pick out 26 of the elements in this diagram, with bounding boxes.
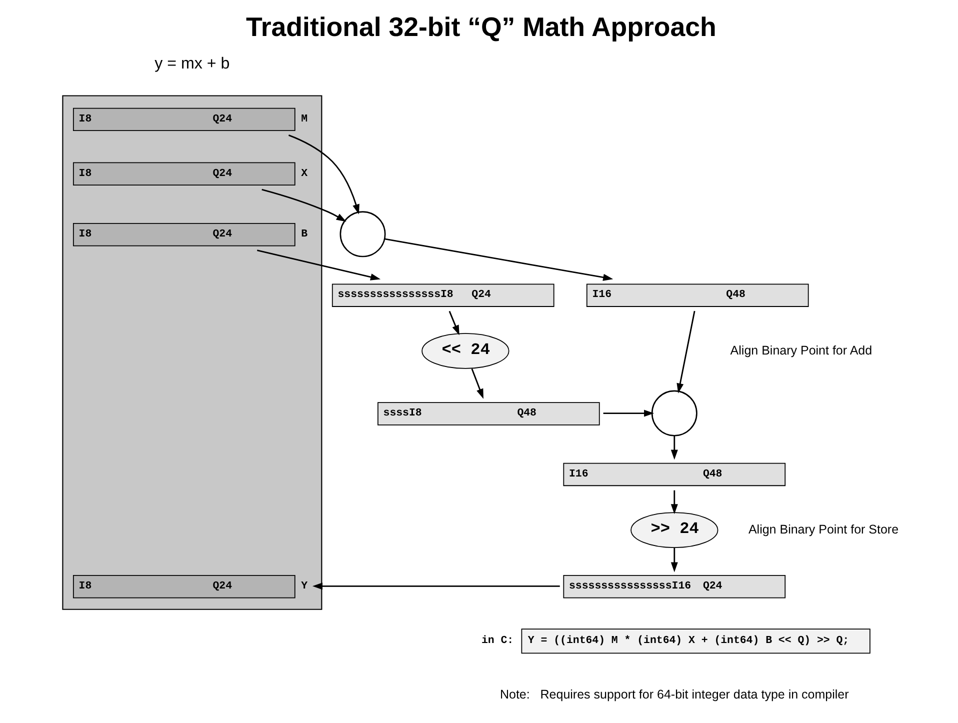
label: Note: Requires support for 64-bit integer data type in compiler [499, 687, 848, 702]
node-label: in C: [481, 634, 514, 647]
node-label: M [300, 113, 308, 126]
arrow [288, 134, 359, 214]
arrow [448, 310, 459, 336]
label: Align Binary Point for Store [748, 522, 898, 536]
label: Align Binary Point for Add [730, 343, 872, 358]
arrow [470, 368, 483, 399]
arrow [670, 436, 678, 460]
arrow [676, 310, 695, 394]
node-label: B [300, 228, 308, 240]
node-label: Y [300, 580, 308, 592]
arrow [602, 410, 654, 417]
arrow [312, 582, 560, 590]
arrow [256, 250, 380, 280]
node-circle [339, 211, 386, 258]
node-ellipse: << 24 [421, 333, 509, 369]
diagram-title: Traditional 32-bit “Q” Math Approach [245, 12, 716, 42]
node-label: X [300, 168, 308, 180]
label: y = mx + b [154, 54, 230, 72]
arrow [670, 490, 678, 514]
node-ellipse: >> 24 [630, 512, 718, 548]
arrow [261, 188, 346, 222]
node-circle [650, 390, 697, 436]
arrow [384, 238, 613, 281]
arrow [670, 548, 678, 572]
